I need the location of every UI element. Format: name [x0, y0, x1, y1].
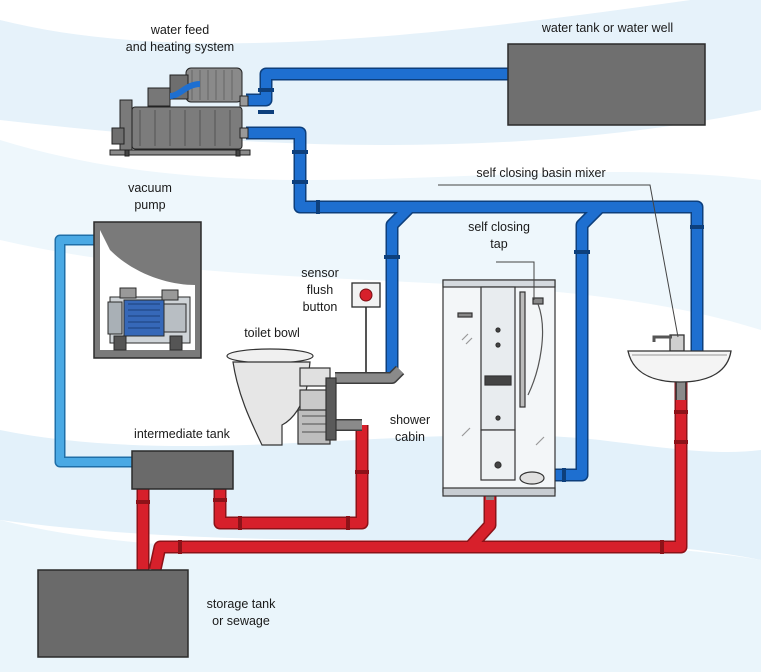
label-self-closing-tap: self closing tap — [454, 219, 544, 253]
wash-basin — [627, 334, 732, 383]
label-sensor-flush-button: sensor flush button — [290, 265, 350, 316]
label-shower-cabin: shower cabin — [380, 412, 440, 446]
label-water-feed: water feed and heating system — [110, 22, 250, 56]
intermediate-tank — [131, 450, 234, 490]
label-sensor-line1: sensor — [301, 266, 339, 280]
label-vacuum-line1: vacuum — [128, 181, 172, 195]
vacuum-pump-unit — [93, 221, 202, 359]
label-tap-line1: self closing — [468, 220, 530, 234]
vacuum-pipe — [54, 234, 134, 468]
waste-pipes — [136, 380, 688, 572]
waste-couplers — [136, 410, 688, 554]
label-sensor-line3: button — [302, 300, 338, 314]
label-vacuum-line2: pump — [134, 198, 166, 212]
label-water-feed-line1: water feed — [150, 23, 210, 37]
label-storage-line2: or sewage — [212, 614, 270, 628]
label-basin-mixer: self closing basin mixer — [476, 166, 606, 180]
label-water-tank: water tank or water well — [541, 21, 674, 35]
label-water-feed-line2: and heating system — [125, 40, 235, 54]
label-shower-line2: cabin — [395, 430, 425, 444]
label-vacuum-pump: vacuum pump — [110, 180, 190, 214]
fresh-water-couplers — [258, 88, 704, 482]
label-intermediate-tank: intermediate tank — [134, 427, 230, 441]
label-toilet-bowl: toilet bowl — [244, 326, 300, 340]
sensor-flush-button — [351, 282, 381, 308]
storage-tank — [37, 569, 189, 658]
label-storage-tank: storage tank or sewage — [196, 596, 286, 630]
water-feed-heating-unit — [109, 67, 251, 157]
label-tap-line2: tap — [490, 237, 508, 251]
label-storage-line1: storage tank — [206, 597, 276, 611]
label-sensor-line2: flush — [306, 283, 334, 297]
shower-cabin — [442, 279, 556, 497]
label-shower-line1: shower — [389, 413, 431, 427]
toilet-bowl — [226, 348, 337, 446]
leader-lines — [438, 184, 679, 338]
water-tank — [507, 43, 706, 126]
